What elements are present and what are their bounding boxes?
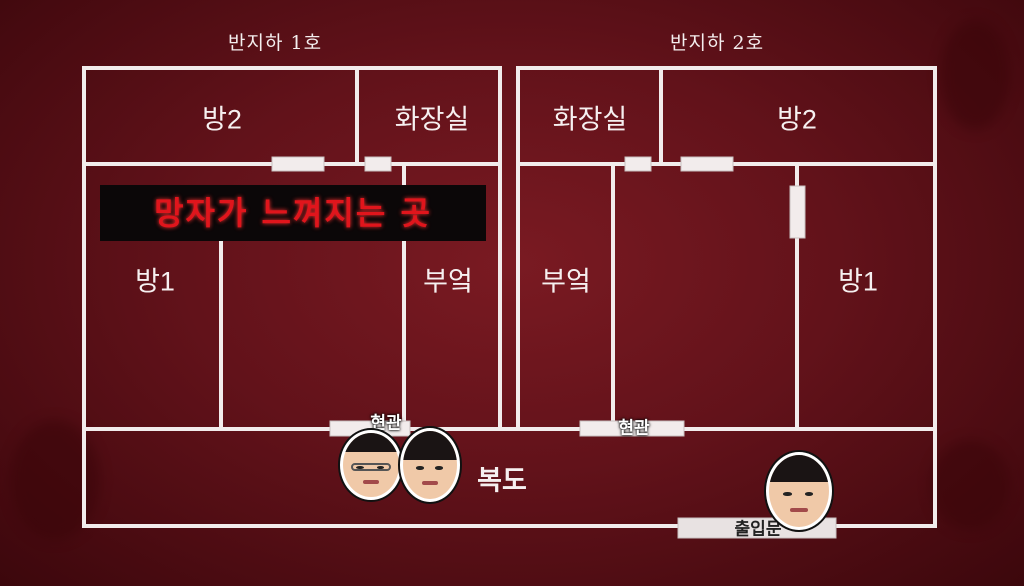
entrance-label: 현관 (370, 413, 402, 434)
room-label: 화장실 (394, 104, 470, 135)
door (271, 156, 325, 172)
room-label: 부엌 (541, 266, 591, 297)
person-avatar (340, 430, 402, 500)
caption-banner: 망자가 느껴지는 곳 (100, 185, 486, 241)
unit-2-title: 반지하 2호 (670, 32, 765, 54)
door (680, 156, 734, 172)
person-avatar (400, 428, 460, 502)
door (579, 420, 685, 437)
room-label: 부엌 (423, 266, 473, 297)
door (624, 156, 652, 172)
door (364, 156, 392, 172)
door (789, 185, 806, 239)
room-label: 방2 (202, 104, 242, 135)
unit-1-title: 반지하 1호 (228, 32, 323, 54)
hallway-outline (82, 427, 937, 528)
person-avatar (766, 452, 832, 530)
entrance-label: 현관 (618, 418, 650, 439)
room-label: 방1 (838, 266, 878, 297)
blood-stain (930, 440, 1010, 530)
blood-stain (940, 20, 1010, 130)
room-label: 화장실 (552, 104, 628, 135)
main-entrance-label: 출입문 (734, 519, 782, 540)
hallway-label: 복도 (477, 465, 527, 496)
room-label: 방1 (135, 266, 175, 297)
room-label: 방2 (777, 104, 817, 135)
